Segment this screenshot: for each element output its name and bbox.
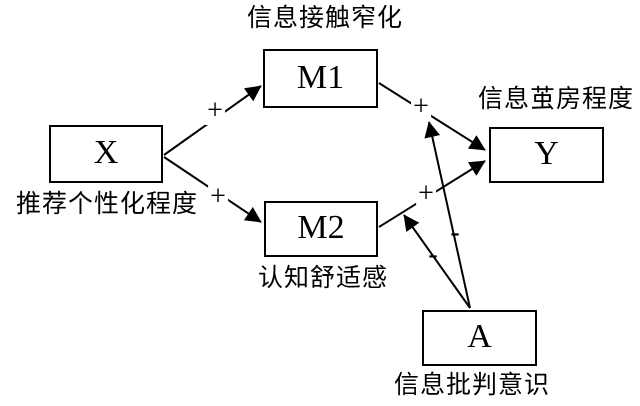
edge-a-moderates-m1y-arrow (424, 121, 471, 309)
sign-x-to-m2: + (208, 181, 228, 212)
node-x-letter: X (93, 134, 119, 171)
node-m1-letter: M1 (296, 58, 345, 96)
edge-a-moderates-m2y-arrow (403, 214, 471, 309)
sign-a-moderates-m1y: - (450, 217, 460, 248)
node-m2-letter: M2 (297, 209, 345, 246)
edge-m1-to-y-arrow (378, 82, 486, 151)
caption-m1: 信息接触窄化 (246, 5, 404, 32)
node-x-box: X (49, 125, 163, 183)
sign-m1-to-y: + (411, 91, 431, 122)
caption-a: 信息批判意识 (393, 372, 551, 399)
node-m2-box: M2 (264, 201, 378, 257)
caption-m2: 认知舒适感 (257, 265, 389, 292)
node-a-letter: A (467, 318, 492, 355)
caption-x: 推荐个性化程度 (15, 191, 199, 218)
node-a-box: A (422, 310, 537, 366)
node-m1-box: M1 (263, 49, 378, 108)
caption-y: 信息茧房程度 (477, 86, 635, 113)
node-y-letter: Y (534, 135, 559, 172)
sign-m2-to-y: + (416, 178, 436, 209)
sign-a-moderates-m2y: - (428, 239, 438, 270)
node-y-box: Y (489, 127, 604, 183)
sign-x-to-m1: + (205, 95, 225, 126)
